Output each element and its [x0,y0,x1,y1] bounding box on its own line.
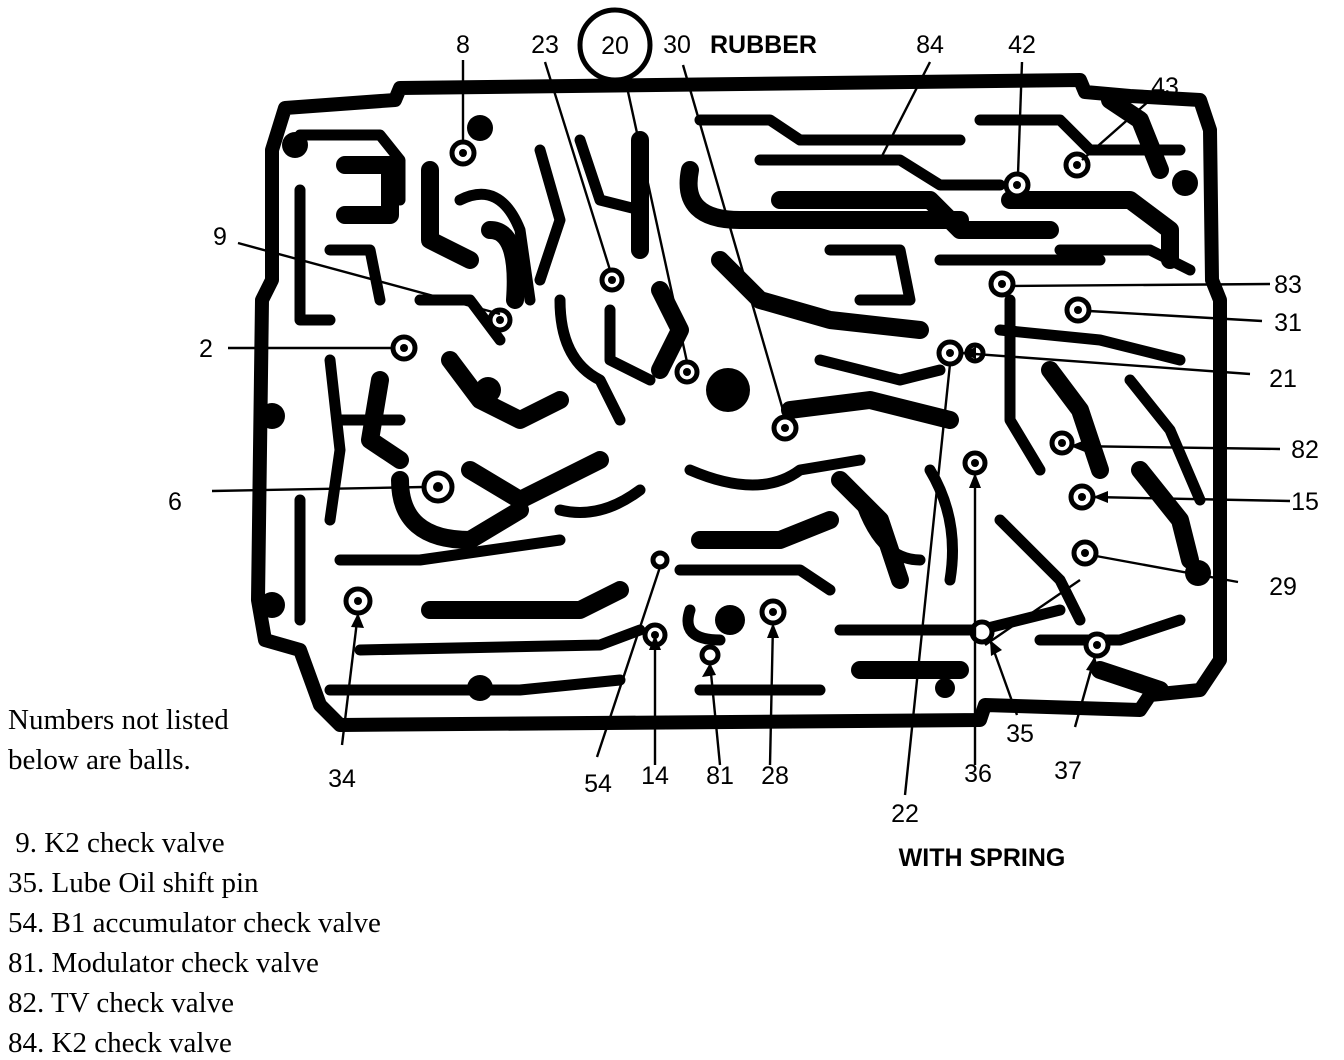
part-legend: 9. K2 check valve 35. Lube Oil shift pin… [8,823,381,1060]
callout-23: 23 [531,31,559,59]
oil-channels [294,91,1206,699]
callout-14: 14 [641,762,669,790]
callout-34: 34 [328,765,356,793]
callout-8: 8 [456,31,470,59]
callout-82: 82 [1291,436,1319,464]
callout-30: 30 [663,31,691,59]
mounting-holes [259,115,1211,701]
callout-22: 22 [891,800,919,828]
callout-labels: 8 23 20 30 RUBBER 84 42 43 9 83 31 2 21 … [168,31,1319,872]
callout-21: 21 [1269,365,1297,393]
note-line-1: Numbers not listed [8,704,229,736]
callout-9: 9 [213,223,227,251]
callout-35: 35 [1006,720,1034,748]
legend-item: 81. Modulator check valve [8,947,319,979]
legend-item: 84. K2 check valve [8,1027,232,1059]
callout-81: 81 [706,762,734,790]
callout-31: 31 [1274,309,1302,337]
callout-43: 43 [1151,73,1179,101]
callout-with-spring: WITH SPRING [899,844,1066,872]
callout-84: 84 [916,31,944,59]
label-20-ring [577,7,653,83]
callout-83: 83 [1274,271,1302,299]
callout-29: 29 [1269,573,1297,601]
note-line-2: below are balls. [8,744,191,776]
callout-15: 15 [1291,488,1319,516]
arrow-heads [351,347,1108,677]
callout-36: 36 [964,760,992,788]
callout-rubber: RUBBER [710,31,817,59]
callout-28: 28 [761,762,789,790]
callout-37: 37 [1054,757,1082,785]
legend-item: 9. K2 check valve [8,827,225,859]
callout-54: 54 [584,770,612,798]
legend-item: 82. TV check valve [8,987,235,1019]
legend-item: 35. Lube Oil shift pin [8,867,259,899]
balls-note: Numbers not listed below are balls. [8,700,528,780]
callout-6: 6 [168,488,182,516]
callout-2: 2 [199,335,213,363]
leader-lines [211,60,1291,796]
callout-42: 42 [1008,31,1036,59]
legend-item: 54. B1 accumulator check valve [8,907,381,939]
callout-20: 20 [601,32,629,60]
